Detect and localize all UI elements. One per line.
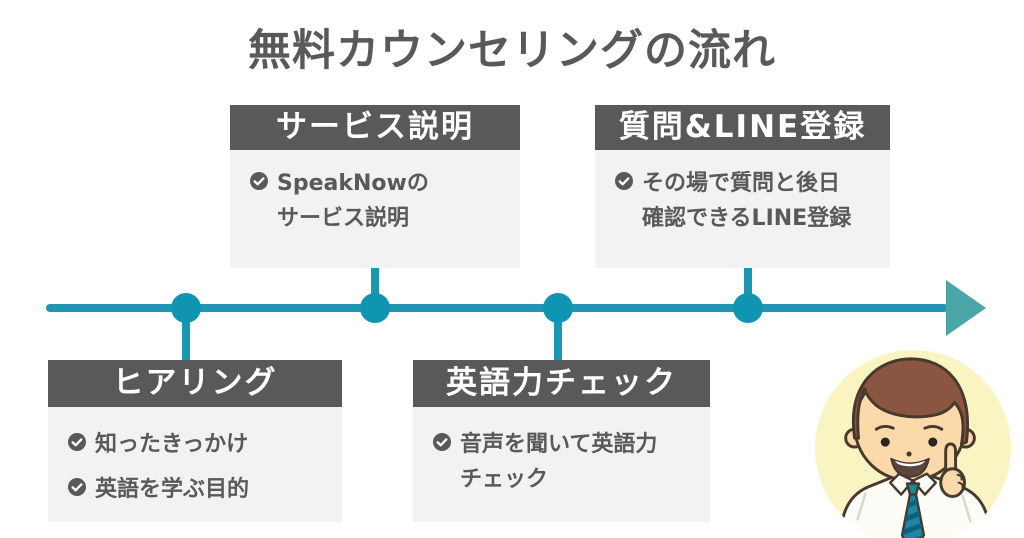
step-body: 知ったきっかけ 英語を学ぶ目的 — [48, 407, 342, 522]
timeline-connector — [371, 266, 379, 308]
check-text-line: サービス説明 — [277, 206, 410, 231]
check-text-line: 英語を学ぶ目的 — [95, 477, 250, 502]
check-text: 英語を学ぶ目的 — [95, 472, 249, 507]
check-text: 音声を聞いて英語力 チェック — [460, 427, 657, 497]
timeline-dot — [171, 293, 201, 323]
step-title: ヒアリング — [48, 360, 342, 407]
check-text-line: 音声を聞いて英語力 — [460, 432, 658, 457]
step-body: SpeakNowの サービス説明 — [230, 150, 520, 268]
page-title: 無料カウンセリングの流れ — [248, 26, 776, 76]
check-text-line: チェック — [460, 467, 549, 492]
timeline-dot — [543, 293, 573, 323]
check-item: 知ったきっかけ — [68, 427, 324, 462]
check-text-line: 知ったきっかけ — [95, 432, 249, 457]
check-icon — [615, 172, 633, 190]
step-title: 質問&LINE登録 — [595, 105, 890, 150]
check-text-line: SpeakNowの — [277, 171, 429, 196]
check-icon — [68, 478, 86, 496]
timeline-connector — [182, 308, 190, 362]
check-item: 英語を学ぶ目的 — [68, 472, 324, 507]
check-icon — [250, 172, 268, 190]
timeline-connector — [554, 308, 562, 362]
step-body: 音声を聞いて英語力 チェック — [413, 407, 710, 522]
check-item: 音声を聞いて英語力 チェック — [433, 427, 692, 497]
timeline-arrow-icon — [946, 280, 986, 336]
timeline-dot — [360, 293, 390, 323]
step-body: その場で質問と後日 確認できるLINE登録 — [595, 150, 890, 268]
counselor-avatar — [814, 349, 1012, 538]
check-text-line: その場で質問と後日 — [642, 171, 841, 196]
check-icon — [433, 433, 451, 451]
check-text: SpeakNowの サービス説明 — [277, 166, 429, 236]
check-item: その場で質問と後日 確認できるLINE登録 — [615, 166, 872, 236]
step-card-service: サービス説明 SpeakNowの サービス説明 — [230, 105, 520, 268]
step-title: 英語力チェック — [413, 360, 710, 407]
check-item: SpeakNowの サービス説明 — [250, 166, 502, 236]
step-card-question-line: 質問&LINE登録 その場で質問と後日 確認できるLINE登録 — [595, 105, 890, 268]
step-card-english-check: 英語力チェック 音声を聞いて英語力 チェック — [413, 360, 710, 522]
check-text: その場で質問と後日 確認できるLINE登録 — [642, 166, 851, 236]
step-title: サービス説明 — [230, 105, 520, 150]
timeline-dot — [733, 293, 763, 323]
timeline-line — [46, 304, 948, 312]
step-card-hearing: ヒアリング 知ったきっかけ 英語を学ぶ目的 — [48, 360, 342, 522]
check-text-line: 確認できるLINE登録 — [642, 206, 852, 231]
timeline-connector — [744, 266, 752, 308]
check-text: 知ったきっかけ — [95, 427, 248, 462]
check-icon — [68, 433, 86, 451]
